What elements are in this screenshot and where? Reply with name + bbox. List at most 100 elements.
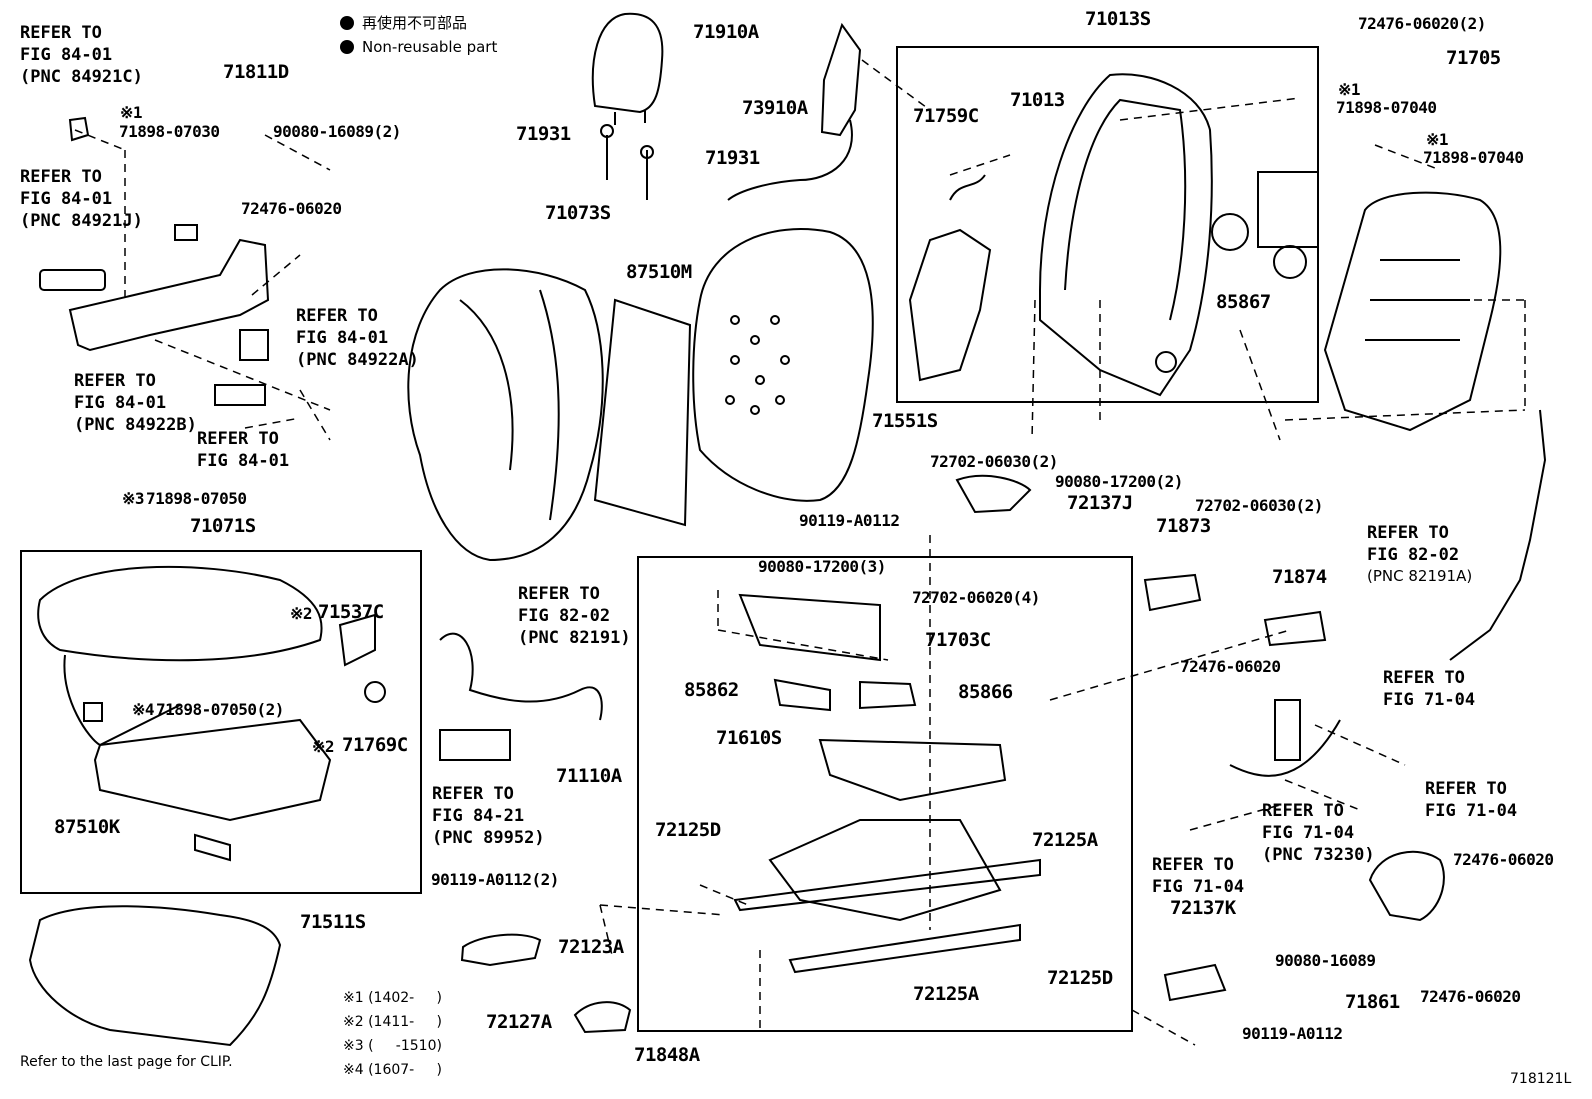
part-71703C[interactable]: 71703C — [925, 629, 991, 651]
part-90119-A0112-2[interactable]: 90119-A0112(2) — [431, 870, 559, 889]
cushion-box — [20, 550, 422, 894]
part-73910A[interactable]: 73910A — [742, 97, 808, 119]
legend-item-en: Non-reusable part — [340, 38, 497, 56]
refer-line: FIG 84-21 — [432, 806, 525, 826]
part-71874[interactable]: 71874 — [1272, 566, 1327, 588]
part-71769C[interactable]: 71769C — [342, 734, 408, 756]
cushion-drawing — [37, 565, 386, 862]
refer-line: REFER TO — [1367, 523, 1449, 543]
legend-text-en: Non-reusable part — [362, 38, 498, 56]
part-71931-a[interactable]: 71931 — [516, 123, 571, 145]
part-90080-17200-2[interactable]: 90080-17200(2) — [1055, 472, 1183, 491]
refer-line: FIG 84-01 — [74, 393, 167, 413]
part-71848A[interactable]: 71848A — [634, 1044, 700, 1066]
seat-heater-sheet — [593, 298, 692, 527]
part-72476-06020-d[interactable]: 72476-06020 — [1420, 987, 1521, 1006]
part-71898-07050[interactable]: 71898-07050 — [146, 489, 247, 508]
motor-drawing — [1211, 171, 1319, 279]
part-71898-07040-b[interactable]: 71898-07040 — [1423, 148, 1524, 167]
part-71071S[interactable]: 71071S — [190, 515, 256, 537]
part-72125A-a[interactable]: 72125A — [1032, 829, 1098, 851]
part-90080-16089-2[interactable]: 90080-16089(2) — [273, 122, 401, 141]
part-71898-07030[interactable]: 71898-07030 — [119, 122, 220, 141]
refer-line: (PNC 84922B) — [74, 415, 197, 435]
part-71610S[interactable]: 71610S — [716, 727, 782, 749]
part-71873[interactable]: 71873 — [1156, 515, 1211, 537]
part-71910A[interactable]: 71910A — [693, 21, 759, 43]
legend-text-jp: 再使用不可部品 — [362, 14, 468, 32]
part-72137K[interactable]: 72137K — [1170, 897, 1236, 919]
cover-72127A-drawing — [573, 1001, 632, 1034]
footnote-4: ※4 (1607- ) — [343, 1062, 442, 1078]
refer-line: (PNC 73230) — [1262, 845, 1375, 865]
refer-line: FIG 82-02 — [518, 606, 611, 626]
mark-2b: ※2 — [312, 737, 335, 756]
part-71073S[interactable]: 71073S — [545, 202, 611, 224]
part-72125D-a[interactable]: 72125D — [655, 819, 721, 841]
part-72476-06020-b[interactable]: 72476-06020 — [1180, 657, 1281, 676]
part-72125D-b[interactable]: 72125D — [1047, 967, 1113, 989]
part-71705[interactable]: 71705 — [1446, 47, 1501, 69]
refer-line: FIG 84-01 — [197, 451, 290, 471]
part-72702-06030-b[interactable]: 72702-06030(2) — [1195, 496, 1323, 515]
part-85866[interactable]: 85866 — [958, 681, 1013, 703]
part-72476-06020-c[interactable]: 72476-06020 — [1453, 850, 1554, 869]
part-71811D[interactable]: 71811D — [223, 61, 289, 83]
part-72476-06020[interactable]: 72476-06020 — [241, 199, 342, 218]
part-87510M[interactable]: 87510M — [626, 261, 692, 283]
clip-note: Refer to the last page for CLIP. — [20, 1054, 233, 1070]
non-reusable-dot-icon — [340, 40, 354, 54]
refer-line: REFER TO — [518, 584, 600, 604]
part-71537C[interactable]: 71537C — [318, 601, 384, 623]
part-90080-17200-3[interactable]: 90080-17200(3) — [758, 557, 886, 576]
part-71013[interactable]: 71013 — [1010, 89, 1065, 111]
cover-72123A-drawing — [460, 933, 542, 967]
part-71759C[interactable]: 71759C — [913, 105, 979, 127]
seatback-pad-drawing — [692, 228, 874, 502]
part-85867[interactable]: 85867 — [1216, 291, 1271, 313]
part-72123A[interactable]: 72123A — [558, 936, 624, 958]
refer-line: REFER TO — [20, 167, 102, 187]
refer-line: (PNC 82191) — [518, 628, 631, 648]
part-90080-16089[interactable]: 90080-16089 — [1275, 951, 1376, 970]
refer-line: FIG 71-04 — [1152, 877, 1245, 897]
part-72702-06030-a[interactable]: 72702-06030(2) — [930, 452, 1058, 471]
mark-1: ※1 — [120, 103, 143, 122]
refer-line: FIG 82-02 — [1367, 545, 1460, 565]
part-72125A-b[interactable]: 72125A — [913, 983, 979, 1005]
part-72702-06020-4[interactable]: 72702-06020(4) — [912, 588, 1040, 607]
part-71110A[interactable]: 71110A — [556, 765, 622, 787]
part-72137J[interactable]: 72137J — [1067, 492, 1133, 514]
part-71898-07050-2[interactable]: 71898-07050(2) — [156, 700, 284, 719]
part-72476-06020-2[interactable]: 72476-06020(2) — [1358, 14, 1486, 33]
part-71013S[interactable]: 71013S — [1085, 8, 1151, 30]
refer-line: REFER TO — [296, 306, 378, 326]
part-90119-A0112-a[interactable]: 90119-A0112 — [799, 511, 900, 530]
part-87510K[interactable]: 87510K — [54, 816, 120, 838]
part-85862[interactable]: 85862 — [684, 679, 739, 701]
part-71931-b[interactable]: 71931 — [705, 147, 760, 169]
mark-4: ※4 — [132, 700, 155, 719]
part-90119-A0112-b[interactable]: 90119-A0112 — [1242, 1024, 1343, 1043]
mark-1b: ※1 — [1338, 80, 1361, 99]
refer-line: REFER TO — [1262, 801, 1344, 821]
part-72127A[interactable]: 72127A — [486, 1011, 552, 1033]
leader-lines — [74, 59, 1526, 1046]
part-71861[interactable]: 71861 — [1345, 991, 1400, 1013]
part-71898-07040-a[interactable]: 71898-07040 — [1336, 98, 1437, 117]
part-71511S[interactable]: 71511S — [300, 911, 366, 933]
seatback-cover-drawing — [407, 268, 604, 562]
part-71551S[interactable]: 71551S — [872, 410, 938, 432]
